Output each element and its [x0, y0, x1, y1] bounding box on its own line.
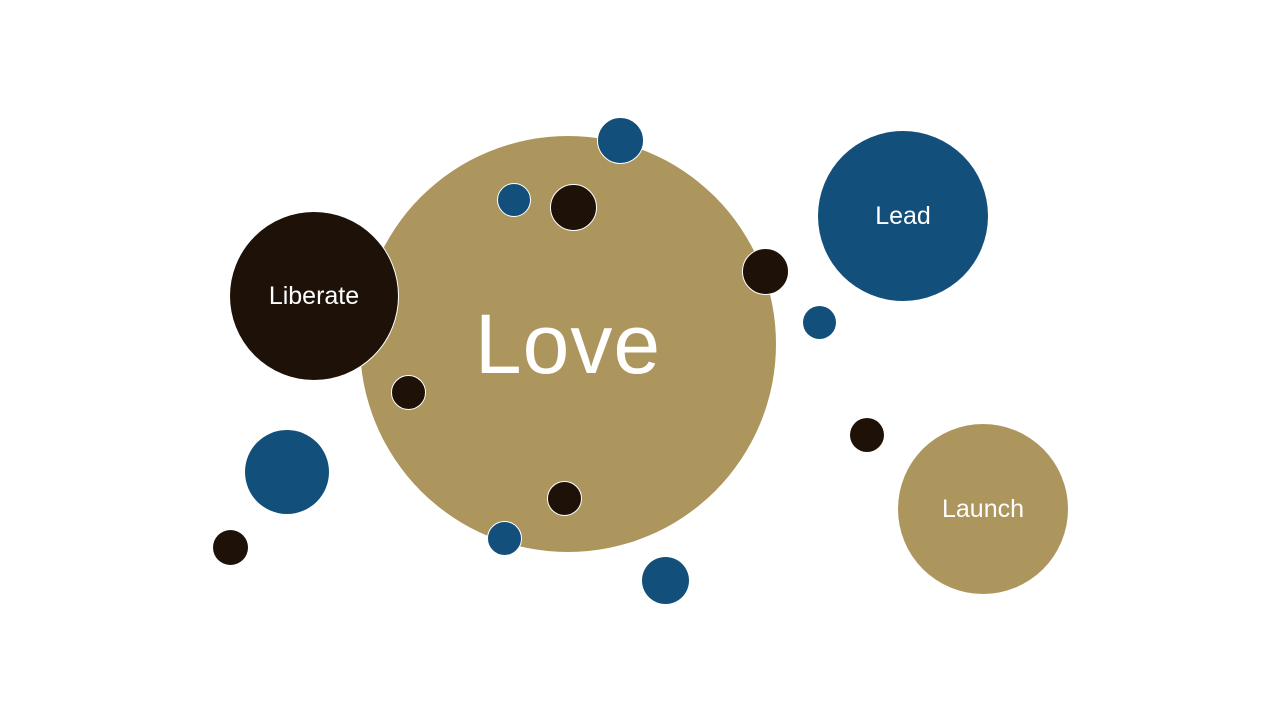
lead-circle: Lead	[818, 131, 988, 301]
decorative-dot	[642, 557, 689, 604]
lead-label: Lead	[875, 201, 931, 230]
decorative-dot	[391, 375, 426, 410]
decorative-dot	[742, 248, 789, 295]
liberate-circle: Liberate	[229, 211, 399, 381]
decorative-dot	[245, 430, 329, 514]
decorative-dot	[850, 418, 884, 452]
launch-label: Launch	[941, 494, 1025, 523]
decorative-dot	[803, 306, 836, 339]
decorative-dot	[547, 481, 582, 516]
decorative-dot	[213, 530, 248, 565]
decorative-dot	[550, 184, 597, 231]
launch-circle: Launch	[898, 424, 1068, 594]
decorative-dot	[487, 521, 522, 556]
decorative-dot	[497, 183, 531, 217]
love-label: Love	[474, 296, 662, 391]
liberate-label: Liberate	[268, 281, 360, 310]
decorative-dot	[597, 117, 644, 164]
